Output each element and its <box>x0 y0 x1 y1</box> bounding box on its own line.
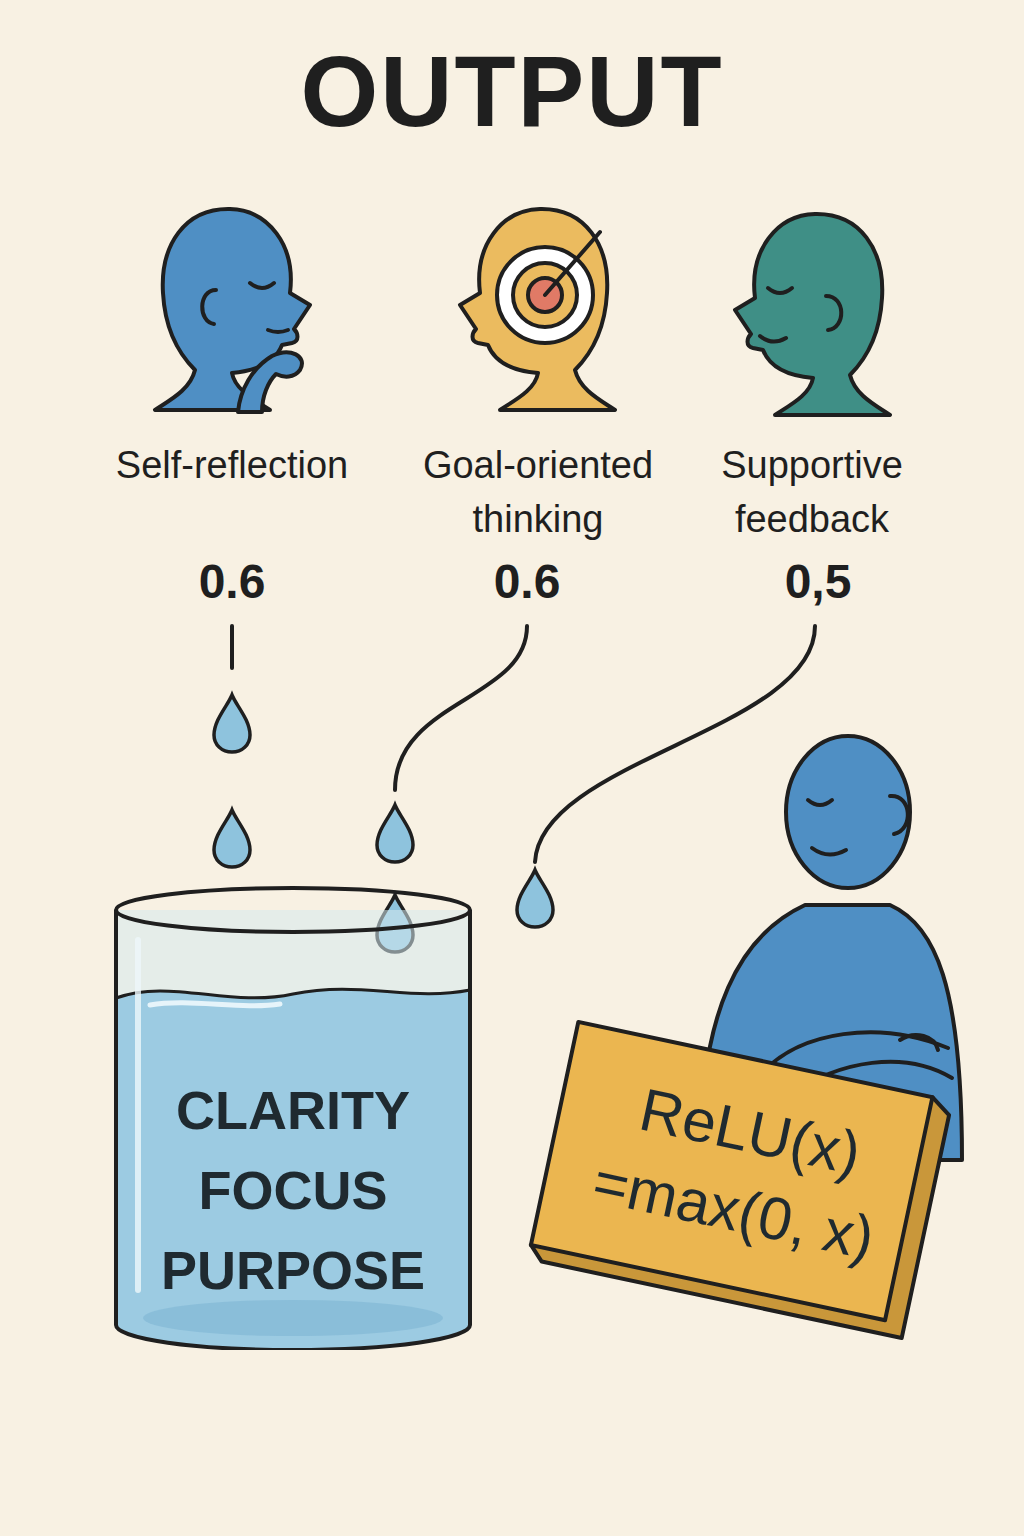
icon-label: Supportive feedback <box>687 438 937 546</box>
smile <box>812 848 846 855</box>
icon-label: Goal-oriented thinking <box>398 438 678 546</box>
ear <box>202 290 216 324</box>
node-text: CLARITY FOCUS PURPOSE <box>143 1070 443 1310</box>
hand <box>900 1035 938 1050</box>
icon-label: Self-reflection <box>82 438 382 492</box>
glass-body <box>116 910 470 1350</box>
head <box>786 736 910 888</box>
water-drop <box>517 870 553 927</box>
weight-value: 0.6 <box>152 554 312 610</box>
leader-lines <box>232 626 815 862</box>
glass-wall <box>116 910 470 1350</box>
head-shape <box>460 209 615 410</box>
glass-rim <box>116 888 470 932</box>
head-shape <box>735 214 890 415</box>
water-drop <box>214 810 250 867</box>
closed-eye <box>768 288 792 293</box>
water-shine <box>150 1003 280 1006</box>
water-surface <box>116 989 470 998</box>
ear <box>890 796 908 834</box>
hand <box>238 352 302 412</box>
smile <box>760 336 786 342</box>
ear <box>826 296 841 330</box>
closed-eye <box>808 800 832 805</box>
goal-head-icon <box>460 209 615 410</box>
head-shape <box>155 209 310 410</box>
leader-line <box>395 626 527 790</box>
dart <box>545 232 600 295</box>
water-drop <box>214 695 250 752</box>
water <box>116 989 470 1350</box>
board-face <box>531 1022 932 1320</box>
closed-eye <box>250 283 274 288</box>
glass-floor <box>143 1300 443 1336</box>
diagram-title: OUTPUT <box>0 36 1024 146</box>
reflection-head-icon <box>155 209 310 412</box>
glass-highlight <box>135 940 141 1290</box>
supportive-head-icon <box>735 214 890 415</box>
leader-line <box>535 626 815 862</box>
board-edge <box>528 1022 952 1338</box>
weight-value: 0,5 <box>738 554 898 610</box>
water-glass: CLARITY FOCUS PURPOSE <box>110 870 476 1350</box>
leader-line <box>230 626 234 668</box>
water-drop <box>377 805 413 862</box>
mouth <box>268 330 288 332</box>
weight-value: 0.6 <box>447 554 607 610</box>
